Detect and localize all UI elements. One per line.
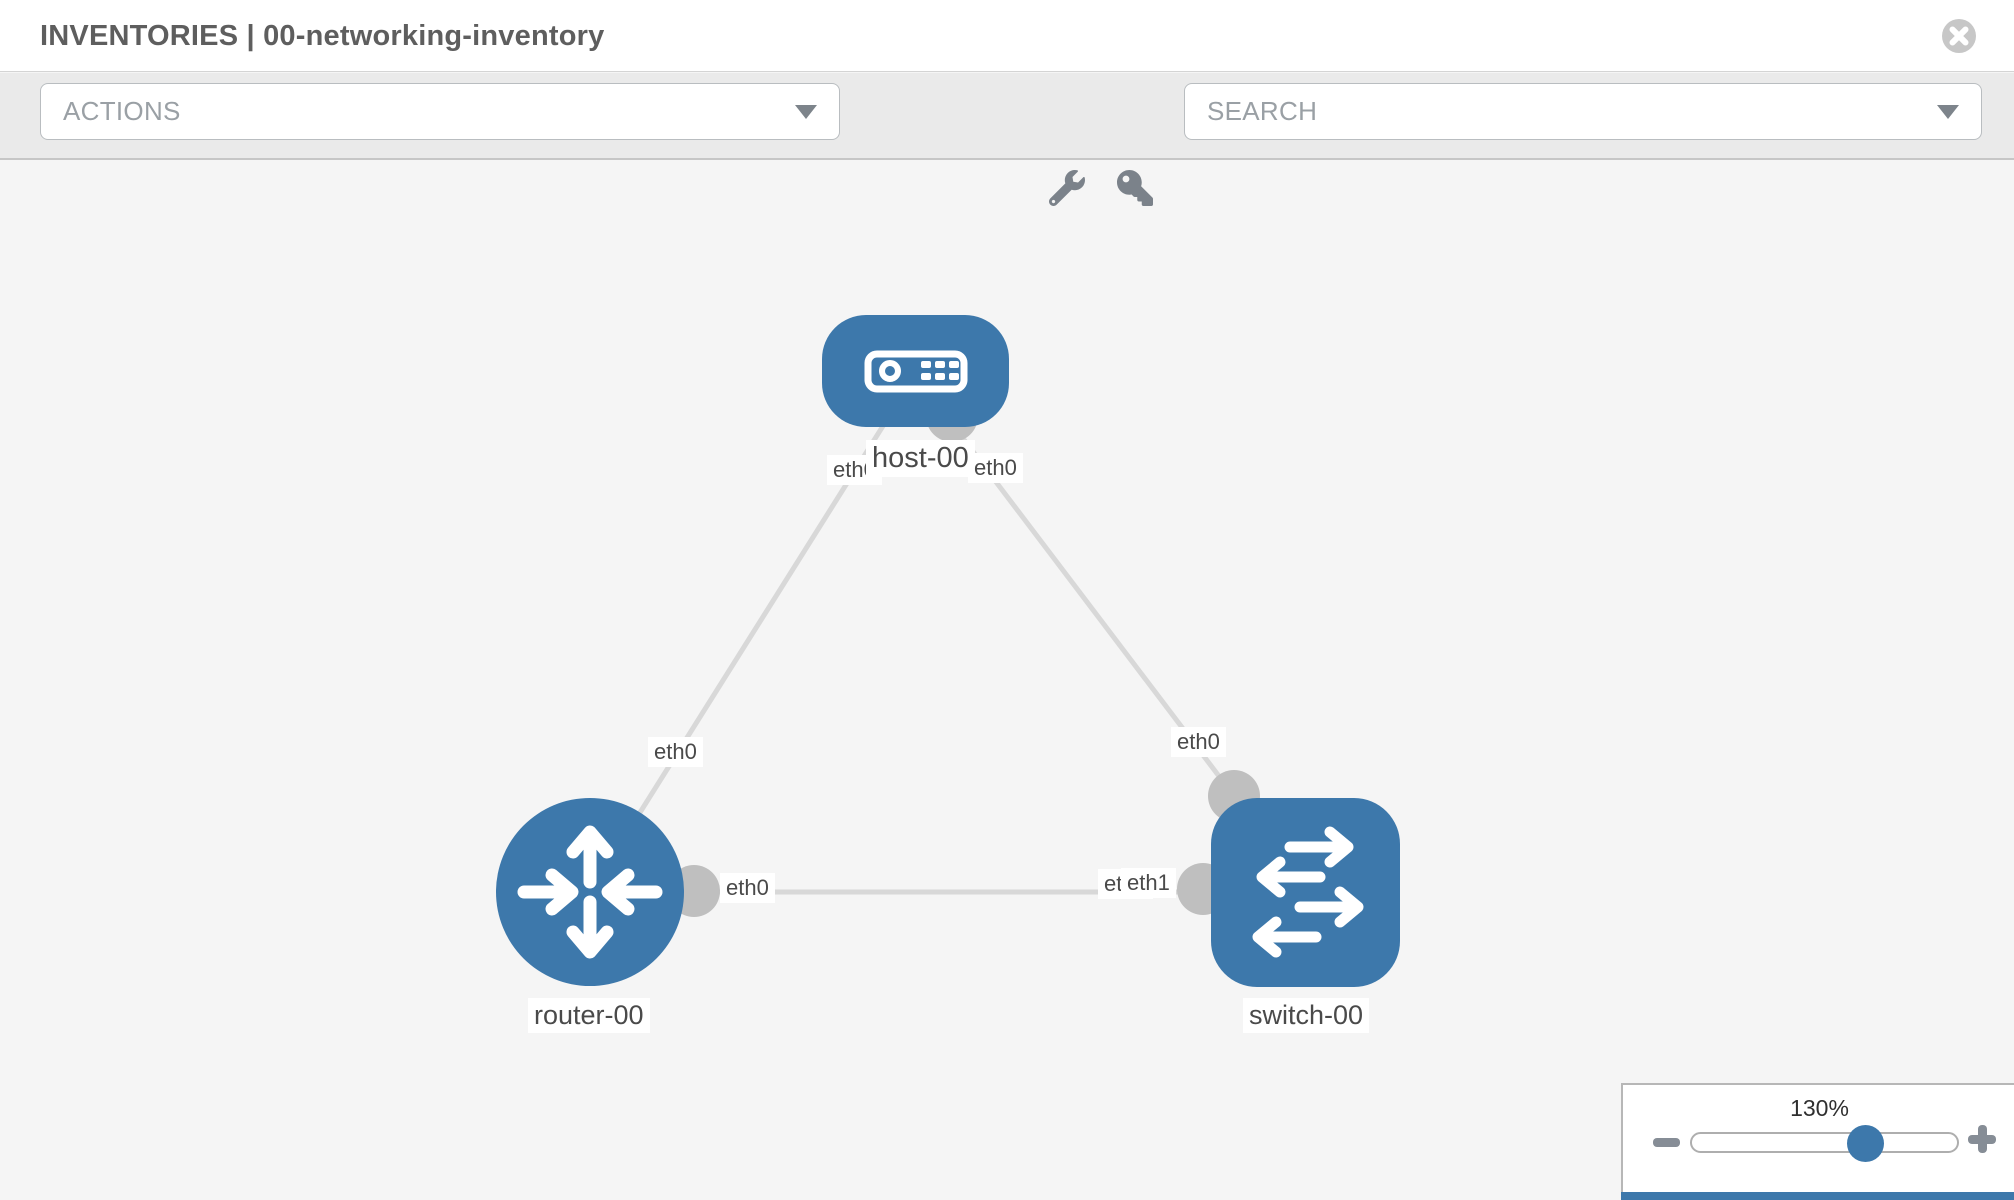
node-label-router: router-00	[528, 998, 650, 1033]
port-label-switch-to-host: eth0	[1171, 727, 1226, 757]
toolbar: ACTIONS SEARCH	[0, 73, 2014, 206]
server-icon	[864, 350, 968, 393]
node-label-host: host-00	[866, 440, 975, 477]
node-host[interactable]	[822, 315, 1009, 427]
port-label-router-to-switch: eth0	[720, 873, 775, 903]
node-label-switch: switch-00	[1243, 998, 1370, 1033]
search-dropdown[interactable]: SEARCH	[1184, 83, 1982, 140]
node-switch[interactable]	[1211, 798, 1400, 987]
zoom-in-button[interactable]	[1968, 1125, 1996, 1153]
switch-arrows-icon	[1252, 826, 1364, 958]
search-dropdown-label: SEARCH	[1207, 96, 1318, 126]
chevron-down-icon	[1937, 104, 1959, 119]
page-header: INVENTORIES | 00-networking-inventory	[0, 0, 2014, 72]
key-icon[interactable]	[1117, 170, 1153, 206]
zoom-slider-track[interactable]	[1690, 1132, 1959, 1153]
port-label-router-to-host: eth0	[648, 737, 703, 767]
node-router[interactable]	[496, 798, 684, 986]
close-icon[interactable]	[1940, 17, 1978, 55]
zoom-level-value: 130%	[1790, 1095, 1849, 1121]
page-title: INVENTORIES | 00-networking-inventory	[40, 20, 605, 52]
zoom-out-button[interactable]	[1653, 1138, 1680, 1147]
actions-dropdown-label: ACTIONS	[63, 96, 181, 126]
zoom-panel: 130%	[1621, 1083, 2014, 1200]
port-label-switch-front: eth1	[1121, 868, 1176, 898]
router-arrows-icon	[517, 825, 663, 959]
actions-dropdown[interactable]: ACTIONS	[40, 83, 840, 140]
key-panel-edge	[1621, 1192, 2014, 1200]
chevron-down-icon	[795, 104, 817, 119]
zoom-slider-thumb[interactable]	[1847, 1125, 1884, 1162]
topology-canvas[interactable]	[0, 162, 2014, 1200]
wrench-icon[interactable]	[1049, 170, 1085, 206]
port-label-host-to-switch: eth0	[968, 453, 1023, 483]
